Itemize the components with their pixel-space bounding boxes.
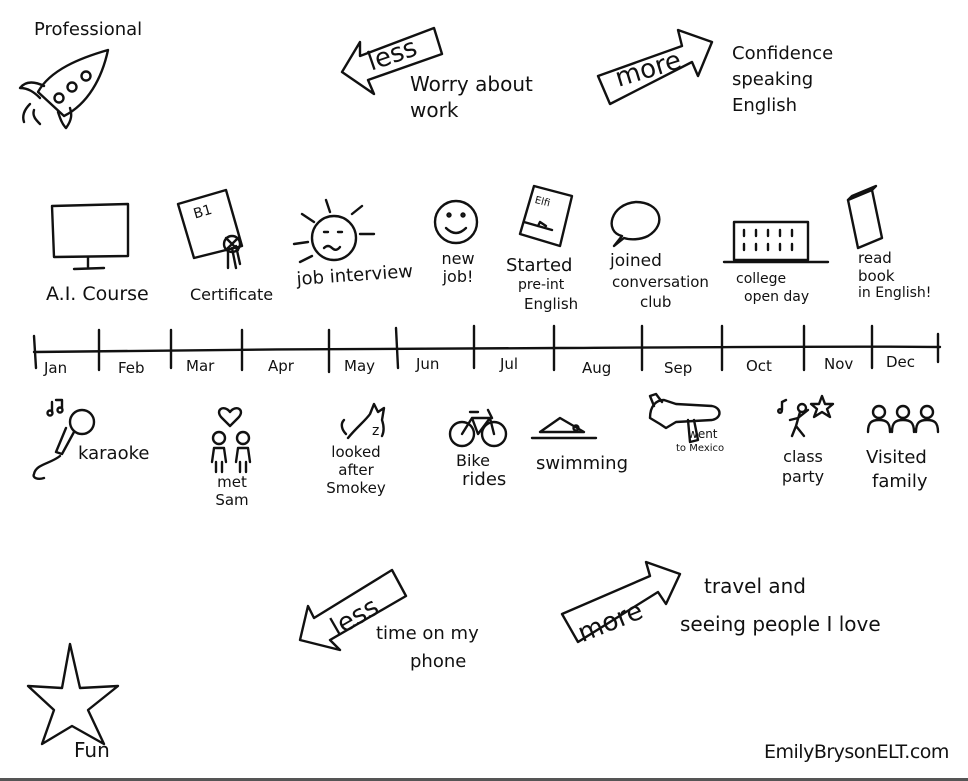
event-label: book: [858, 267, 895, 285]
couple-heart-icon: [210, 407, 252, 474]
swimmer-icon: [530, 416, 598, 440]
more-caption-line-2: speaking: [732, 69, 814, 90]
event-label: read: [858, 249, 892, 267]
fun-label: Fun: [74, 738, 110, 762]
event-label: party: [781, 467, 825, 486]
event-label: Certificate: [190, 285, 274, 304]
event-label: went: [688, 427, 718, 441]
bicycle-icon: [448, 408, 508, 448]
professional-label: Professional: [34, 19, 143, 40]
event-label: karaoke: [78, 443, 150, 464]
month-label: Sep: [664, 359, 693, 377]
speech-bubble-icon: [610, 200, 661, 248]
certificate-icon: [176, 188, 244, 270]
less-caption-line-2: phone: [410, 651, 467, 672]
event-label: joined: [610, 251, 662, 271]
month-label: Feb: [118, 359, 145, 377]
event-label: family: [872, 471, 928, 492]
credit-link[interactable]: EmilyBrysonELT.com: [764, 741, 949, 763]
star-icon: [26, 642, 120, 746]
event-label: Visited: [866, 447, 927, 468]
airplane-icon: [648, 392, 721, 444]
event-label: Started: [506, 255, 573, 276]
less-caption-line-1: time on my: [376, 623, 479, 644]
party-person-icon: [777, 394, 835, 438]
month-label: Aug: [582, 359, 612, 377]
month-label: Nov: [824, 355, 854, 373]
more-arrow-icon: [560, 560, 682, 644]
book-icon: [518, 184, 574, 248]
event-label: met: [217, 473, 247, 491]
event-label: pre-int: [518, 277, 565, 293]
event-label: Bike: [456, 451, 490, 470]
microphone-icon: [32, 398, 96, 480]
event-label: job!: [442, 267, 474, 286]
event-label: A.I. Course: [46, 283, 149, 305]
event-label: conversation: [612, 273, 709, 291]
month-label: Jun: [416, 355, 440, 373]
month-label: Mar: [186, 357, 215, 375]
monitor-icon: [50, 202, 130, 271]
rocket-icon: [18, 48, 110, 130]
event-label: new: [441, 249, 475, 268]
less-arrow-icon: [298, 568, 408, 652]
college-building-icon: [722, 220, 830, 264]
less-arrow-icon: [340, 26, 444, 96]
timeline-axis: [32, 324, 942, 374]
event-label: to Mexico: [676, 443, 725, 454]
event-label: in English!: [858, 285, 932, 301]
month-label: Dec: [886, 353, 916, 371]
less-caption-line-1: Worry about: [410, 72, 533, 96]
event-label: class: [783, 447, 823, 466]
month-label: Apr: [268, 357, 294, 375]
event-label: Sam: [215, 491, 249, 509]
event-label: looked: [331, 443, 381, 461]
smiley-icon: [433, 199, 479, 245]
cat-badge: z: [372, 423, 380, 439]
month-label: Oct: [746, 357, 772, 375]
event-label: college: [736, 271, 787, 287]
cat-icon: [340, 402, 386, 440]
event-label: Smokey: [326, 479, 386, 497]
more-caption-line-1: travel and: [704, 574, 807, 598]
event-label: swimming: [536, 453, 629, 474]
event-label: club: [640, 293, 672, 311]
event-label: open day: [744, 289, 810, 305]
more-caption-line-1: Confidence: [732, 43, 834, 64]
nervous-face-icon: [292, 198, 376, 264]
paperback-icon: [846, 184, 884, 250]
more-caption-line-2: seeing people I love: [680, 612, 881, 636]
family-icon: [866, 404, 940, 434]
event-label: English: [524, 295, 579, 313]
bottom-border: [0, 778, 968, 781]
month-label: May: [344, 357, 376, 375]
less-caption-line-2: work: [410, 98, 459, 122]
event-label: after: [338, 461, 374, 479]
event-label: rides: [462, 469, 507, 490]
more-caption-line-3: English: [732, 95, 797, 116]
more-arrow-icon: [596, 28, 714, 106]
month-label: Jan: [44, 359, 68, 377]
month-label: Jul: [500, 355, 519, 373]
